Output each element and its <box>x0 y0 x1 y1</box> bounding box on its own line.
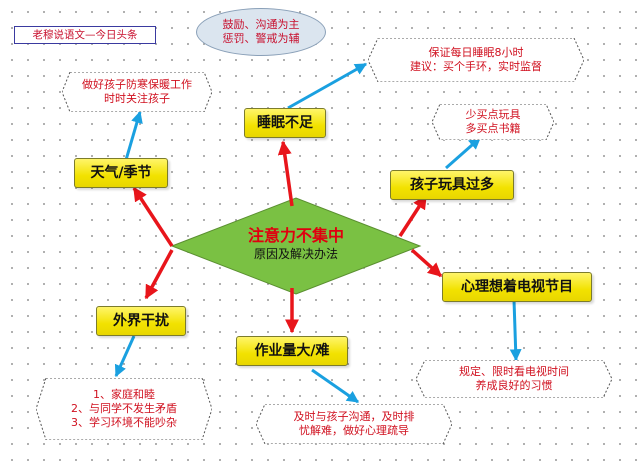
solution-sleep: 保证每日睡眠8小时 建议：买个手环，实时监督 <box>368 38 584 82</box>
note-shape <box>256 404 452 444</box>
cause-external: 外界干扰 <box>96 306 186 336</box>
solution-weather-line-2: 时时关注孩子 <box>104 92 170 105</box>
guidance-line-2: 惩罚、警戒为辅 <box>222 32 300 45</box>
cause-homework: 作业量大/难 <box>236 336 348 366</box>
cause-toys: 孩子玩具过多 <box>390 170 514 200</box>
note-shape <box>62 72 212 112</box>
arrow-weather-solution <box>124 110 143 161</box>
note-shape <box>36 378 212 440</box>
solution-sleep-line-1: 保证每日睡眠8小时 <box>428 46 524 59</box>
arrow-to-external <box>144 249 174 300</box>
arrow-tv-solution <box>509 299 522 362</box>
solution-weather-line-1: 做好孩子防寒保暖工作 <box>82 78 192 91</box>
arrow-to-weather <box>132 186 174 247</box>
arrow-to-toys <box>398 194 428 237</box>
solution-tv-line-2: 养成良好的习惯 <box>475 379 553 392</box>
solution-toys-line-2: 多买点书籍 <box>465 122 521 135</box>
solution-external-line-2: 2、与同学不发生矛盾 <box>71 402 177 415</box>
solution-external-line-1: 1、家庭和睦 <box>93 388 155 401</box>
cause-sleep: 睡眠不足 <box>244 108 326 138</box>
center-diamond <box>170 197 422 295</box>
solution-sleep-line-2: 建议：买个手环，实时监督 <box>410 60 542 73</box>
note-shape <box>432 104 554 140</box>
solution-weather: 做好孩子防寒保暖工作 时时关注孩子 <box>62 72 212 112</box>
center-topic: 注意力不集中 原因及解决办法 <box>218 226 374 262</box>
solution-external-line-3: 3、学习环境不能吵杂 <box>71 416 177 429</box>
center-title: 注意力不集中 <box>247 226 344 245</box>
guidance-ellipse: 鼓励、沟通为主 惩罚、警戒为辅 <box>196 8 326 56</box>
arrow-toys-solution <box>445 136 481 170</box>
arrow-homework-solution <box>311 368 359 404</box>
watermark-label: 老穆说语文—今日头条 <box>14 26 156 44</box>
note-shape <box>368 38 584 82</box>
center-subtitle: 原因及解决办法 <box>253 247 338 261</box>
solution-homework: 及时与孩子沟通，及时排 忧解难，做好心理疏导 <box>256 404 452 444</box>
arrow-to-tv <box>410 248 443 278</box>
solution-homework-line-1: 及时与孩子沟通，及时排 <box>293 410 415 423</box>
solution-tv-line-1: 规定、限时看电视时间 <box>459 365 569 378</box>
guidance-line-1: 鼓励、沟通为主 <box>222 18 300 31</box>
solution-toys-line-1: 少买点玩具 <box>465 108 521 121</box>
arrow-sleep-solution <box>287 62 368 110</box>
solution-toys: 少买点玩具 多买点书籍 <box>432 104 554 140</box>
cause-tv: 心理想着电视节目 <box>442 272 592 302</box>
solution-external: 1、家庭和睦 2、与同学不发生矛盾 3、学习环境不能吵杂 <box>36 378 212 440</box>
cause-weather: 天气/季节 <box>74 158 168 188</box>
solution-tv: 规定、限时看电视时间 养成良好的习惯 <box>416 360 612 398</box>
solution-homework-line-2: 忧解难，做好心理疏导 <box>299 424 409 437</box>
arrow-external-solution <box>114 335 136 378</box>
note-shape <box>416 360 612 398</box>
arrow-to-sleep <box>277 140 294 207</box>
